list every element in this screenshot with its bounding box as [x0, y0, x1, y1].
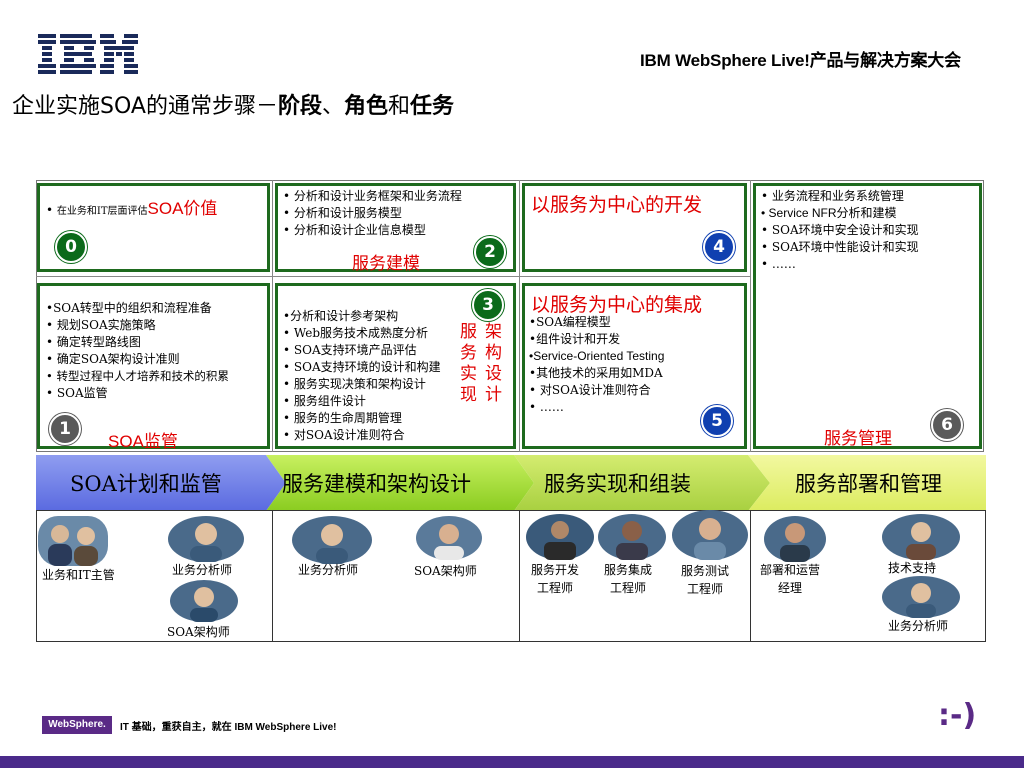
person-avatar-icon	[292, 516, 372, 564]
person-avatar-icon	[764, 516, 826, 562]
roles-panel	[36, 510, 986, 642]
phase-label-modeling: 服务建模和架构设计	[282, 472, 471, 496]
roles-divider	[519, 510, 520, 642]
person-avatar-icon	[168, 516, 244, 562]
role-label: 服务测试工程师	[681, 564, 730, 596]
phase-2-arrow	[266, 455, 534, 511]
grid-divider	[272, 180, 273, 452]
event-title: IBM WebSphere Live!产品与解决方案大会	[640, 51, 961, 70]
phase-label-deployment: 服务部署和管理	[795, 472, 942, 496]
phase-3-arrow	[514, 455, 770, 511]
step-badge-4: 4	[703, 231, 735, 263]
step-badge-2: 2	[474, 236, 506, 268]
role-label: SOA架构师	[414, 564, 477, 578]
stage-box-6: • 业务流程和业务系统管理 • Service NFR分析和建模 • SOA环境…	[753, 183, 982, 449]
stage-title-development: 以服务为中心的开发	[531, 194, 703, 216]
person-avatar-icon	[526, 514, 594, 560]
stage-title-integration: 以服务为中心的集成	[531, 294, 703, 316]
phase-label-implementation: 服务实现和组装	[544, 472, 691, 496]
person-avatar-icon	[882, 514, 960, 560]
bottom-strip	[0, 756, 1024, 768]
person-avatar-icon	[416, 516, 482, 560]
websphere-logo: WebSphere.	[42, 716, 112, 734]
person-avatar-icon	[38, 516, 108, 566]
ibm-logo	[38, 34, 138, 74]
role-label: SOA架构师	[167, 625, 230, 639]
grid-divider	[36, 276, 750, 277]
stage-box-5: 以服务为中心的集成 •SOA编程模型 •组件设计和开发 •Service-Ori…	[522, 283, 747, 449]
step-badge-3: 3	[472, 289, 504, 321]
person-avatar-icon	[672, 510, 748, 560]
step-badge-5: 5	[701, 405, 733, 437]
role-label: 业务分析师	[888, 619, 949, 633]
phase-4-arrow	[748, 455, 986, 511]
smiley-icon: :-)	[938, 698, 977, 733]
person-avatar-icon	[170, 580, 238, 622]
role-label: 技术支持	[888, 561, 937, 575]
role-label: 服务开发工程师	[531, 563, 580, 595]
stage-label-service-architecture: 服架 务构 实设 现计	[460, 322, 502, 405]
stage-label-service-management: 服务管理	[824, 429, 892, 449]
page-title: 企业实施SOA的通常步骤－阶段、角色和任务	[12, 94, 455, 119]
role-label: 业务分析师	[298, 563, 359, 577]
step-badge-6: 6	[931, 409, 963, 441]
step-badge-1: 1	[49, 413, 81, 445]
roles-divider	[272, 510, 273, 642]
stage-grid	[36, 180, 984, 452]
person-avatar-icon	[598, 514, 666, 560]
stage-label-soa-governance: SOA监管	[108, 432, 178, 451]
role-label: 业务分析师	[172, 563, 233, 577]
role-label: 服务集成工程师	[604, 563, 653, 595]
roles-divider	[750, 510, 751, 642]
grid-divider	[519, 180, 520, 452]
grid-divider	[750, 180, 751, 452]
role-label: 业务和IT主管	[42, 568, 115, 582]
phase-bar	[36, 455, 986, 511]
phase-label-planning: SOA计划和监管	[70, 472, 222, 496]
step-badge-0: 0	[55, 231, 87, 263]
footer-tagline: IT 基础，重获自主，就在 IBM WebSphere Live!	[120, 722, 337, 733]
phase-1-arrow	[36, 455, 286, 511]
stage-label-service-modeling: 服务建模	[352, 254, 420, 274]
person-avatar-icon	[882, 576, 960, 618]
role-label: 部署和运营经理	[760, 563, 821, 595]
